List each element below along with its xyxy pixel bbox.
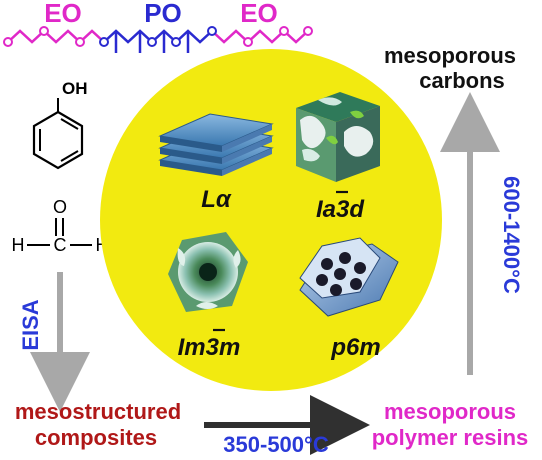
eo-right-segment — [211, 29, 309, 44]
gyroid-structure-icon — [296, 92, 380, 182]
eo-left-label: EO — [44, 0, 82, 28]
phenol-structure: OH — [32, 79, 88, 170]
formaldehyde-h-left: H — [12, 235, 25, 255]
formaldehyde-structure: O H C H — [12, 197, 109, 255]
oxygen-atoms — [3, 26, 313, 47]
po-label: PO — [144, 0, 182, 28]
composites-label-line1: mesostructured — [15, 399, 181, 424]
curing-temperature-label: 350-500°C — [223, 432, 329, 457]
hexagonal-pores — [316, 252, 366, 296]
eisa-label: EISA — [18, 299, 43, 350]
resins-label-line2: polymer resins — [372, 425, 529, 450]
carbons-label-line1: mesoporous — [384, 43, 516, 68]
polymer-chain: EO PO EO — [3, 0, 313, 53]
mesophase-label-hexagonal: p6m — [330, 334, 380, 361]
pyrolysis-temperature-label: 600-1400°C — [499, 176, 524, 294]
lamellar-structure-icon — [158, 113, 274, 176]
po-methyl-groups — [114, 31, 190, 53]
eisa-arrow: EISA — [18, 272, 90, 412]
mesophase-circle — [100, 49, 442, 391]
pyrolysis-arrow: 600-1400°C — [440, 92, 524, 375]
mesophase-label-lamellar: Lα — [201, 186, 232, 213]
formaldehyde-o: O — [53, 197, 67, 217]
carbons-label-line2: carbons — [419, 68, 505, 93]
eo-right-label: EO — [240, 0, 278, 28]
eo-left-segment — [7, 29, 105, 44]
po-segment — [103, 29, 213, 44]
mesophase-label-gyroid: Ia3d — [316, 196, 365, 223]
mesophase-label-cubic: Im3m — [178, 334, 241, 361]
formaldehyde-c: C — [54, 235, 67, 255]
composites-label-line2: composites — [35, 425, 157, 450]
hexagonal-structure-icon — [299, 237, 399, 317]
curing-arrow: 350-500°C — [204, 395, 370, 457]
cubic-structure-icon — [168, 232, 248, 312]
resins-label-line1: mesoporous — [384, 399, 516, 424]
phenol-oh-label: OH — [62, 79, 88, 98]
